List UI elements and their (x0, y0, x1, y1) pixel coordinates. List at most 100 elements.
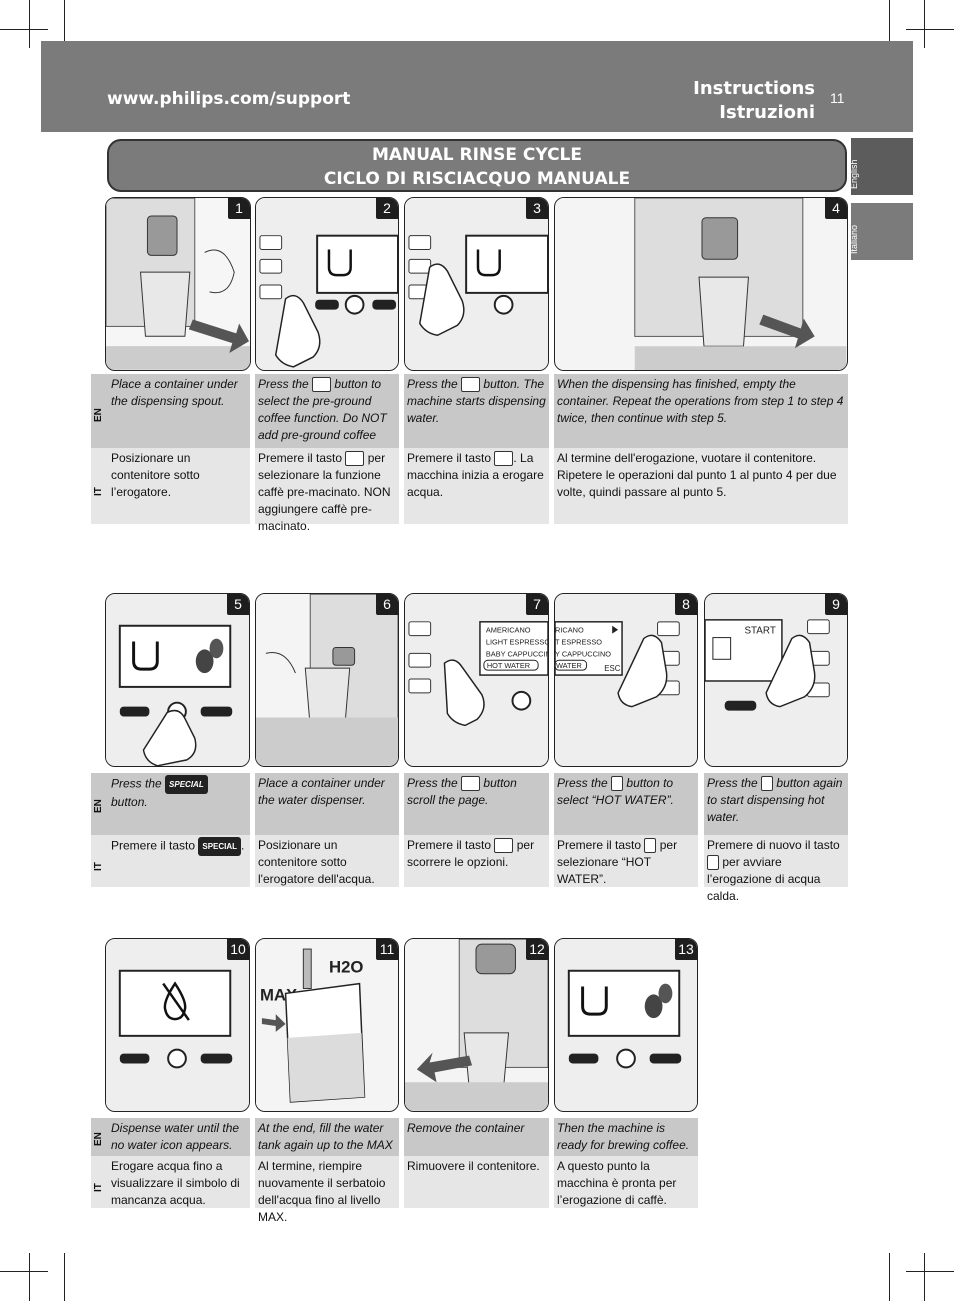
step-number: 1 (228, 198, 250, 219)
step-number: 9 (825, 594, 847, 615)
step-11-illustration: H2O MAX 11 (255, 938, 399, 1112)
section-title: MANUAL RINSE CYCLE CICLO DI RISCIACQUO M… (107, 139, 847, 192)
step-7-it: Premere il tasto per scorrere le opzioni… (404, 835, 549, 887)
lang-label-it: IT (91, 835, 108, 887)
tab-english[interactable]: English (849, 138, 913, 195)
step-10-en-text: Dispense water until the no water icon a… (111, 1121, 240, 1152)
menu-option-hot-water: HOT WATER (487, 661, 530, 670)
special-button-icon: SPECIAL (198, 837, 242, 856)
step-2-it-a: Premere il tasto (258, 451, 343, 465)
step-3-en-a: Press the (407, 377, 458, 391)
menu-option-light-espresso: T ESPRESSO (555, 638, 602, 647)
step-9-en-a: Press the (707, 776, 758, 790)
step-number: 5 (227, 594, 249, 615)
step-2-it: Premere il tasto per selezionare la funz… (255, 448, 399, 533)
step-3-it-a: Premere il tasto (407, 451, 492, 465)
step-3-en-b: button. The machine starts dispensing wa… (407, 377, 546, 425)
step-5-it-b: . (241, 838, 245, 853)
header-title: Instructions Istruzioni (693, 77, 815, 125)
step-9-it: Premere di nuovo il tasto per avviare l’… (704, 835, 848, 903)
hot-water-memo-icon (707, 855, 719, 871)
step-number: 12 (526, 939, 548, 960)
esc-label: ESC (604, 664, 621, 673)
step-1-it: Posizionare un contenitore sotto l’eroga… (108, 448, 250, 524)
step-7-en: Press the button scroll the page. (404, 773, 549, 835)
step-9-en-b: button again to start dispensing hot wat… (707, 776, 843, 824)
step-7-illustration: AMERICANO LIGHT ESPRESSO BABY CAPPUCCINO… (404, 593, 549, 767)
menu-option-americano: AMERICANO (486, 626, 531, 635)
step-13-illustration: 13 (554, 938, 698, 1112)
hot-water-memo-icon (761, 776, 774, 792)
lang-label-en: EN (91, 374, 108, 448)
step-4-en: When the dispensing has finished, empty … (554, 374, 848, 448)
support-url[interactable]: www.philips.com/support (107, 89, 351, 109)
step-2-en: Press the button to select the pre-groun… (255, 374, 399, 448)
step-number: 13 (675, 939, 697, 960)
page-number: 11 (830, 90, 845, 106)
coffee-cup-memo-icon (461, 776, 481, 792)
step-11-it: Al termine, riempire nuovamente il serba… (255, 1156, 399, 1224)
step-8-it-b: per selezionare “HOT WATER”. (557, 838, 678, 886)
hot-water-memo-icon (611, 776, 624, 792)
coffee-cup-memo-icon (494, 451, 514, 467)
lang-label-it: IT (91, 1156, 108, 1208)
step-number: 2 (376, 198, 398, 219)
step-7-it-a: Premere il tasto (407, 838, 492, 852)
menu-option-light-espresso: LIGHT ESPRESSO (486, 637, 548, 646)
tab-english-label: English (849, 159, 859, 189)
coffee-cup-memo-icon (461, 377, 481, 393)
coffee-cup-memo-icon (494, 838, 514, 854)
step-5-it: Premere il tasto SPECIAL. (108, 835, 250, 887)
menu-option-hot-water: WATER (556, 661, 582, 670)
step-8-en-b: button to select “HOT WATER”. (557, 776, 674, 807)
step-2-it-b: per selezionare la funzione caffè pre-ma… (258, 451, 391, 533)
step-5-en-a: Press the (111, 776, 162, 791)
step-10-illustration: 10 (105, 938, 250, 1112)
menu-option-baby-cappuccino: Y CAPPUCCINO (555, 649, 611, 658)
step-3-illustration: 3 (404, 197, 549, 371)
step-1-en-text: Place a container under the dispensing s… (111, 377, 238, 408)
step-10-it: Erogare acqua fino a visualizzare il sim… (108, 1156, 250, 1208)
step-6-it-text: Posizionare un contenitore sotto l'eroga… (258, 838, 375, 886)
step-13-en-text: Then the machine is ready for brewing co… (557, 1121, 690, 1152)
section-title-it: CICLO DI RISCIACQUO MANUALE (323, 169, 631, 189)
step-number: 10 (227, 939, 249, 960)
start-label: START (744, 626, 775, 637)
step-3-it: Premere il tasto . La macchina inizia a … (404, 448, 549, 524)
lang-label-it: IT (91, 448, 108, 524)
special-button-icon: SPECIAL (165, 775, 208, 794)
menu-option-baby-cappuccino: BABY CAPPUCCINO (486, 649, 548, 658)
step-8-it: Premere il tasto per selezionare “HOT WA… (554, 835, 698, 887)
step-5-it-a: Premere il tasto (111, 838, 196, 853)
pre-ground-coffee-icon (312, 377, 332, 393)
step-12-illustration: 12 (404, 938, 549, 1112)
step-2-en-a: Press the (258, 377, 309, 391)
step-7-en-b: button scroll the page. (407, 776, 517, 807)
step-9-it-a: Premere di nuovo il tasto (707, 838, 840, 852)
lang-label-en: EN (91, 773, 108, 835)
step-13-it-text: A questo punto la macchina è pronta per … (557, 1159, 677, 1207)
step-1-illustration: 1 (105, 197, 251, 371)
step-4-it-text: Al termine dell'erogazione, vuotare il c… (557, 451, 837, 499)
step-1-it-text: Posizionare un contenitore sotto l’eroga… (111, 451, 200, 499)
step-number: 8 (675, 594, 697, 615)
step-7-en-a: Press the (407, 776, 458, 790)
step-4-en-text: When the dispensing has finished, empty … (557, 377, 844, 425)
step-6-en: Place a container under the water dispen… (255, 773, 399, 835)
step-13-en: Then the machine is ready for brewing co… (554, 1118, 698, 1156)
step-11-en: At the end, fill the water tank again up… (255, 1118, 399, 1169)
step-number: 4 (825, 198, 847, 219)
step-6-illustration: 6 (255, 593, 399, 767)
menu-option-americano: RICANO (555, 626, 584, 635)
step-12-it-text: Rimuovere il contenitore. (407, 1159, 540, 1173)
step-10-en: Dispense water until the no water icon a… (108, 1118, 250, 1156)
lang-label-en: EN (91, 1118, 108, 1156)
step-13-it: A questo punto la macchina è pronta per … (554, 1156, 698, 1208)
tab-italiano[interactable]: Italiano (849, 203, 913, 260)
step-9-en: Press the button again to start dispensi… (704, 773, 848, 835)
step-6-en-text: Place a container under the water dispen… (258, 776, 385, 807)
step-2-illustration: 2 (255, 197, 399, 371)
step-5-en: Press the SPECIAL button. (108, 773, 250, 835)
pre-ground-coffee-icon (345, 451, 365, 467)
step-3-it-b: . La macchina inizia a erogare acqua. (407, 451, 544, 499)
